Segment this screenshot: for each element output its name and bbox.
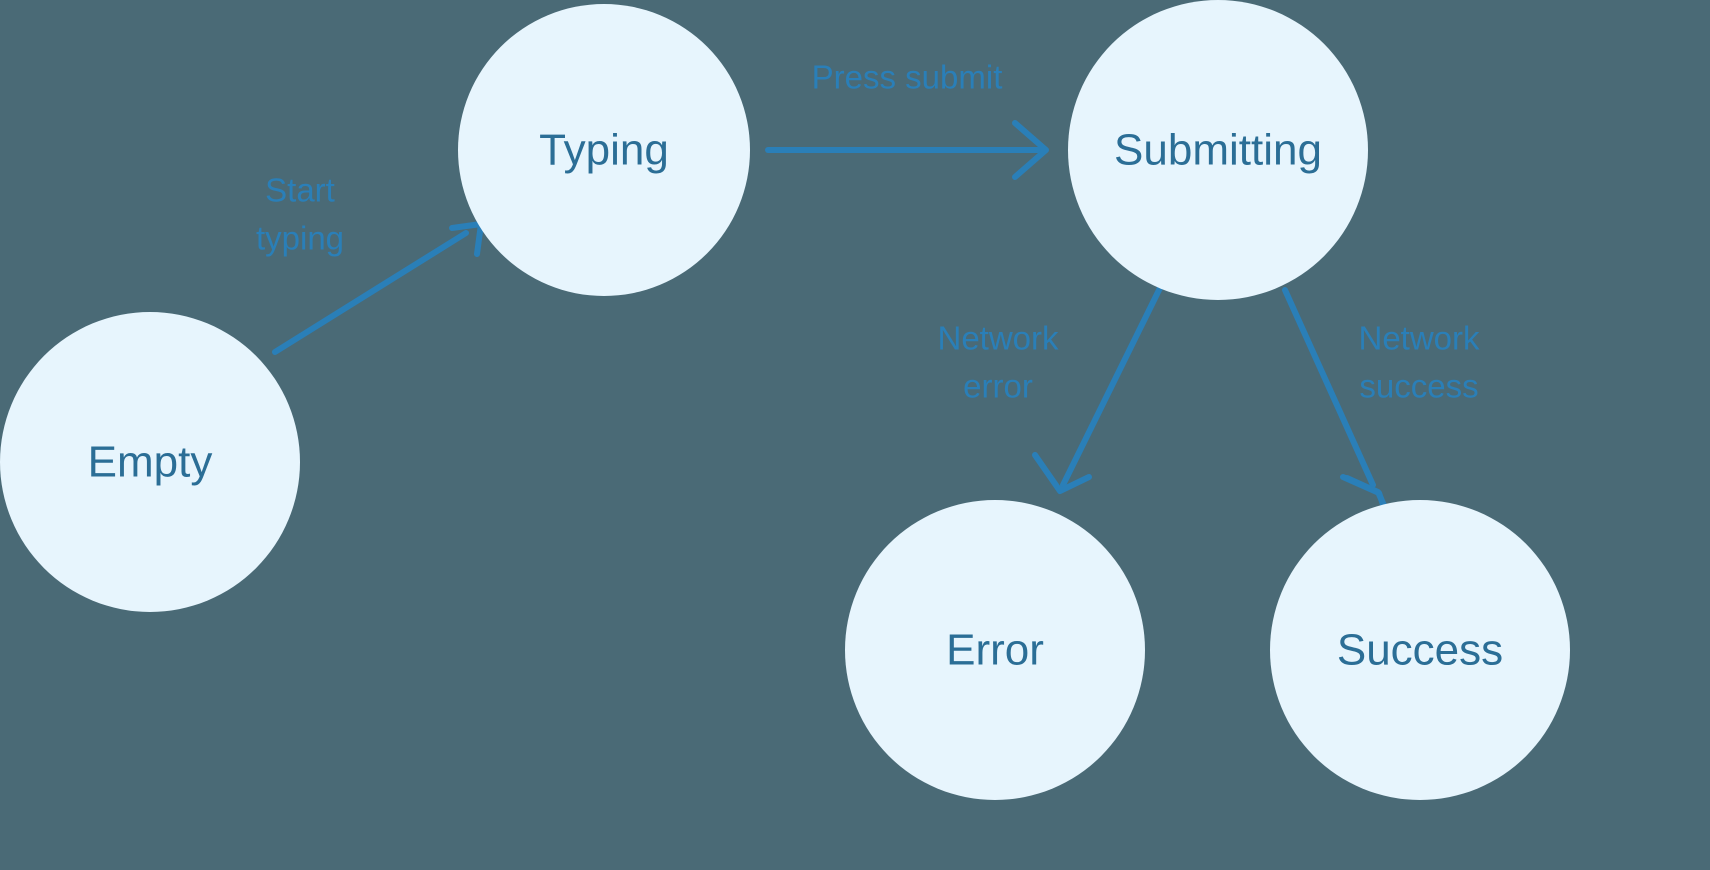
edge-empty-to-typing-label-line1: Start bbox=[265, 172, 335, 209]
state-node-submitting[interactable]: Submitting bbox=[1068, 0, 1368, 300]
edge-submitting-to-error-label-line1: Network bbox=[937, 320, 1059, 357]
edge-submitting-to-success-label-line2: success bbox=[1359, 368, 1478, 405]
edge-submitting-to-success: Network success bbox=[1282, 287, 1480, 516]
state-node-success-label: Success bbox=[1337, 626, 1503, 675]
state-node-empty-circle[interactable] bbox=[0, 312, 300, 612]
edge-typing-to-submitting: Press submit bbox=[765, 59, 1049, 180]
edge-empty-to-typing-line bbox=[272, 230, 469, 355]
state-node-typing-label: Typing bbox=[539, 126, 669, 175]
edge-submitting-to-error: Network error bbox=[937, 285, 1163, 494]
state-node-error[interactable]: Error bbox=[845, 500, 1145, 800]
state-node-submitting-label: Submitting bbox=[1114, 126, 1322, 175]
state-node-typing-circle[interactable] bbox=[458, 4, 750, 296]
edge-empty-to-typing-label-line2: typing bbox=[256, 220, 344, 257]
edge-submitting-to-error-line bbox=[1060, 285, 1163, 488]
state-node-error-circle[interactable] bbox=[845, 500, 1145, 800]
state-node-submitting-circle[interactable] bbox=[1068, 0, 1368, 300]
state-node-success[interactable]: Success bbox=[1270, 500, 1570, 800]
edge-submitting-to-error-arrowhead bbox=[1032, 452, 1092, 494]
edge-submitting-to-success-label-line1: Network bbox=[1358, 320, 1480, 357]
state-node-error-label: Error bbox=[946, 626, 1044, 675]
state-node-typing[interactable]: Typing bbox=[458, 4, 750, 296]
edge-submitting-to-success-line bbox=[1282, 287, 1376, 488]
edge-empty-to-typing: Start typing bbox=[256, 172, 484, 355]
state-node-success-circle[interactable] bbox=[1270, 500, 1570, 800]
edge-submitting-to-error-label-line2: error bbox=[963, 368, 1033, 405]
state-node-empty[interactable]: Empty bbox=[0, 312, 300, 612]
edge-typing-to-submitting-label-line1: Press submit bbox=[812, 59, 1003, 96]
state-node-empty-label: Empty bbox=[88, 438, 213, 487]
edge-typing-to-submitting-arrowhead bbox=[1012, 120, 1049, 180]
